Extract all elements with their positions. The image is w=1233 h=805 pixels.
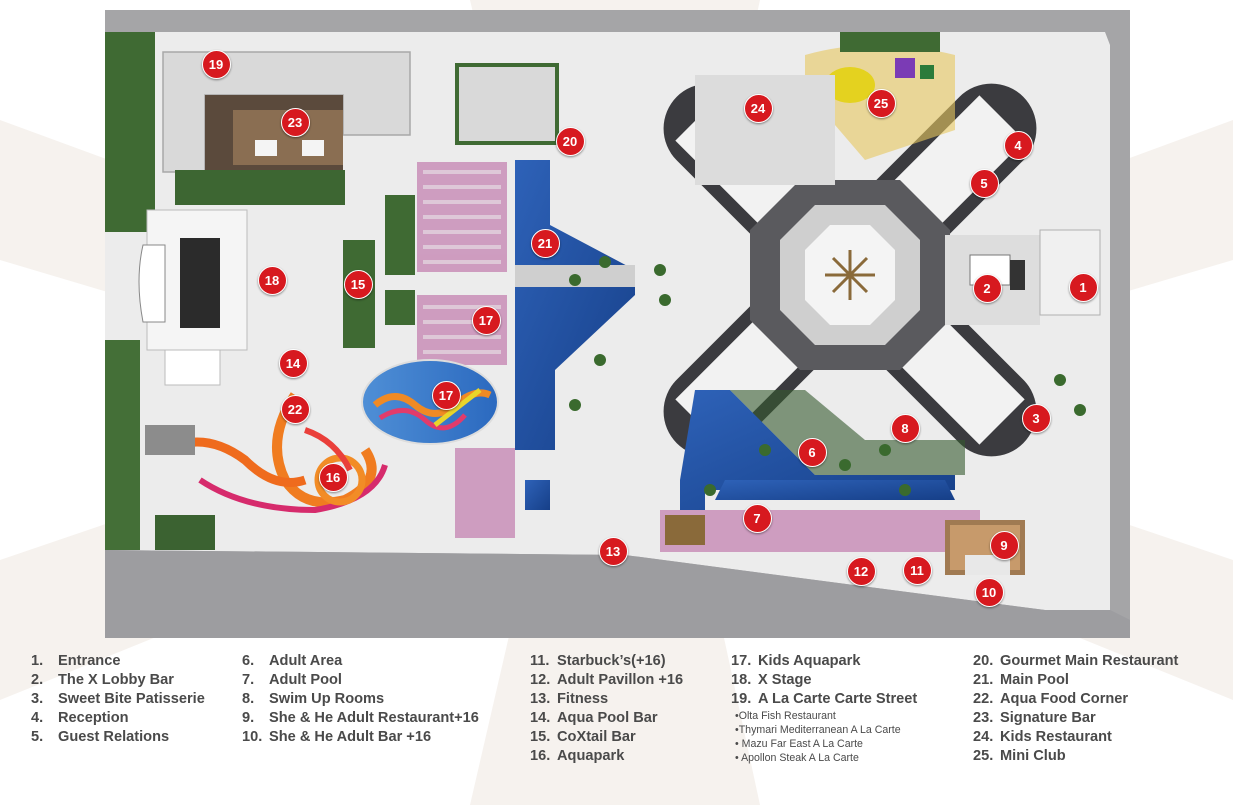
marker-adult-bar[interactable]: 10	[974, 577, 1004, 607]
tree-border-left	[105, 32, 155, 232]
legend-item: 11.Starbuck’s(+16)	[530, 653, 666, 669]
legend-subitem: • Mazu Far East A La Carte	[735, 738, 863, 750]
x-stage	[138, 209, 248, 386]
marker-adult-area[interactable]: 6	[797, 437, 827, 467]
legend-item: 13.Fitness	[530, 691, 609, 707]
legend-column-1: 1.Entrance 2.The X Lobby Bar 3.Sweet Bit…	[31, 652, 205, 747]
legend-item: 20.Gourmet Main Restaurant	[973, 653, 1179, 669]
legend-item: 8.Swim Up Rooms	[242, 691, 385, 707]
legend-item: 7.Adult Pool	[242, 672, 342, 688]
resort-map-illustration	[105, 10, 1130, 638]
legend-item: 10.She & He Adult Bar +16	[242, 729, 432, 745]
marker-aqua-pool-bar[interactable]: 14	[278, 348, 308, 378]
marker-mini-club[interactable]: 25	[866, 88, 896, 118]
legend-column-5: 20.Gourmet Main Restaurant 21.Main Pool …	[973, 652, 1178, 766]
legend-column-4: 17.Kids Aquapark 18.X Stage 19.A La Cart…	[731, 652, 917, 765]
kids-restaurant-roof	[695, 75, 835, 185]
marker-patisserie[interactable]: 3	[1021, 403, 1051, 433]
marker-a-la-carte-street[interactable]: 19	[201, 49, 231, 79]
legend-item: 14.Aqua Pool Bar	[530, 710, 658, 726]
legend-item: 24.Kids Restaurant	[973, 729, 1112, 745]
marker-coxtail-bar[interactable]: 15	[343, 269, 373, 299]
resort-map	[105, 10, 1130, 638]
marker-guest-relations[interactable]: 5	[969, 168, 999, 198]
adult-pool	[680, 390, 965, 510]
marker-reception[interactable]: 4	[1003, 130, 1033, 160]
legend-subitem: •Thymari Mediterranean A La Carte	[735, 724, 901, 736]
legend-item: 17.Kids Aquapark	[731, 653, 861, 669]
legend-subitem: •Olta Fish Restaurant	[735, 710, 836, 722]
aquapark-slides	[145, 392, 388, 514]
marker-aqua-food-corner[interactable]: 22	[280, 394, 310, 424]
legend-column-2: 6.Adult Area 7.Adult Pool 8.Swim Up Room…	[242, 652, 479, 747]
kids-aquapark	[361, 359, 499, 445]
legend-column-3: 11.Starbuck’s(+16) 12.Adult Pavillon +16…	[530, 652, 683, 766]
marker-x-stage[interactable]: 18	[257, 265, 287, 295]
legend-item: 15.CoXtail Bar	[530, 729, 636, 745]
legend-item: 9.She & He Adult Restaurant+16	[242, 710, 479, 726]
legend-item: 12.Adult Pavillon +16	[530, 672, 684, 688]
marker-lobby-bar[interactable]: 2	[972, 273, 1002, 303]
marker-kids-aquapark-b[interactable]: 17	[431, 380, 461, 410]
legend-item: 1.Entrance	[31, 653, 121, 669]
legend-item: 3.Sweet Bite Patisserie	[31, 691, 205, 707]
entrance-canopy	[1039, 229, 1101, 316]
legend-subitem: • Apollon Steak A La Carte	[735, 752, 859, 764]
legend-item: 6.Adult Area	[242, 653, 343, 669]
marker-adult-pavillon[interactable]: 12	[846, 556, 876, 586]
marker-kids-restaurant[interactable]: 24	[743, 93, 773, 123]
legend-item: 5.Guest Relations	[31, 729, 170, 745]
lobby-area	[945, 235, 1040, 325]
marker-adult-pool[interactable]: 7	[742, 503, 772, 533]
legend-item: 16.Aquapark	[530, 748, 625, 764]
marker-gourmet-restaurant[interactable]: 20	[555, 126, 585, 156]
legend-item: 23.Signature Bar	[973, 710, 1096, 726]
legend-item: 18.X Stage	[731, 672, 812, 688]
legend-item: 22.Aqua Food Corner	[973, 691, 1129, 707]
marker-adult-restaurant[interactable]: 9	[989, 530, 1019, 560]
marker-main-pool[interactable]: 21	[530, 228, 560, 258]
legend-item: 2.The X Lobby Bar	[31, 672, 174, 688]
sunbed-areas	[417, 162, 980, 552]
legend-item: 19.A La Carte Carte Street	[731, 691, 918, 707]
a-la-carte-building	[162, 51, 411, 205]
marker-aquapark[interactable]: 16	[318, 462, 348, 492]
legend-item: 21.Main Pool	[973, 672, 1069, 688]
marker-kids-aquapark-a[interactable]: 17	[471, 305, 501, 335]
marker-swim-up-rooms[interactable]: 8	[890, 413, 920, 443]
legend-item: 4.Reception	[31, 710, 129, 726]
marker-starbucks[interactable]: 11	[902, 555, 932, 585]
legend-item: 25.Mini Club	[973, 748, 1066, 764]
marker-entrance[interactable]: 1	[1068, 272, 1098, 302]
marker-fitness[interactable]: 13	[598, 536, 628, 566]
marker-signature-bar[interactable]: 23	[280, 107, 310, 137]
